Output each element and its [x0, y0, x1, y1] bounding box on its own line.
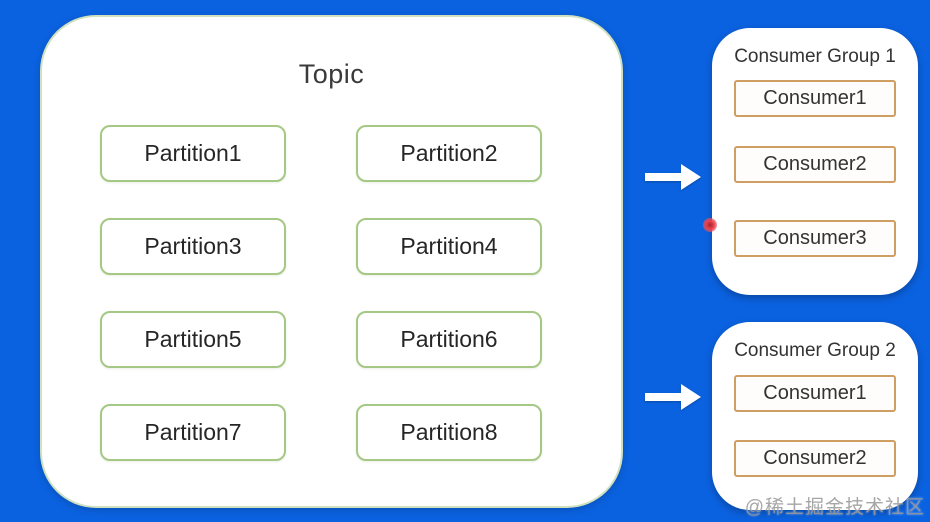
- consumer-group-2-container: Consumer Group 2 Consumer1 Consumer2: [712, 322, 918, 510]
- partition-box-1: Partition1: [100, 125, 286, 182]
- partition-box-7: Partition7: [100, 404, 286, 461]
- consumer-box: Consumer1: [734, 375, 896, 412]
- arrow-right-icon-group2: [644, 382, 702, 412]
- partition-box-5: Partition5: [100, 311, 286, 368]
- partition-box-2: Partition2: [356, 125, 542, 182]
- topic-title: Topic: [298, 59, 365, 89]
- partition-box-6: Partition6: [356, 311, 542, 368]
- partition-box-3: Partition3: [100, 218, 286, 275]
- consumer-box: Consumer2: [734, 440, 896, 477]
- topic-container: Topic Partition1 Partition2 Partition3 P…: [40, 15, 623, 508]
- consumer-group-1-title: Consumer Group 1: [734, 46, 896, 67]
- partition-grid: Partition1 Partition2 Partition3 Partiti…: [100, 125, 542, 461]
- consumer-box: Consumer1: [734, 80, 896, 117]
- watermark-text: @稀土掘金技术社区: [744, 497, 925, 518]
- partition-box-8: Partition8: [356, 404, 542, 461]
- consumer-group-2-title: Consumer Group 2: [734, 340, 896, 361]
- consumer-box: Consumer3: [734, 220, 896, 257]
- consumer-box: Consumer2: [734, 146, 896, 183]
- laser-pointer-dot: [703, 218, 717, 232]
- partition-box-4: Partition4: [356, 218, 542, 275]
- consumer-group-1-container: Consumer Group 1 Consumer1 Consumer2 Con…: [712, 28, 918, 295]
- arrow-right-icon-group1: [644, 162, 702, 192]
